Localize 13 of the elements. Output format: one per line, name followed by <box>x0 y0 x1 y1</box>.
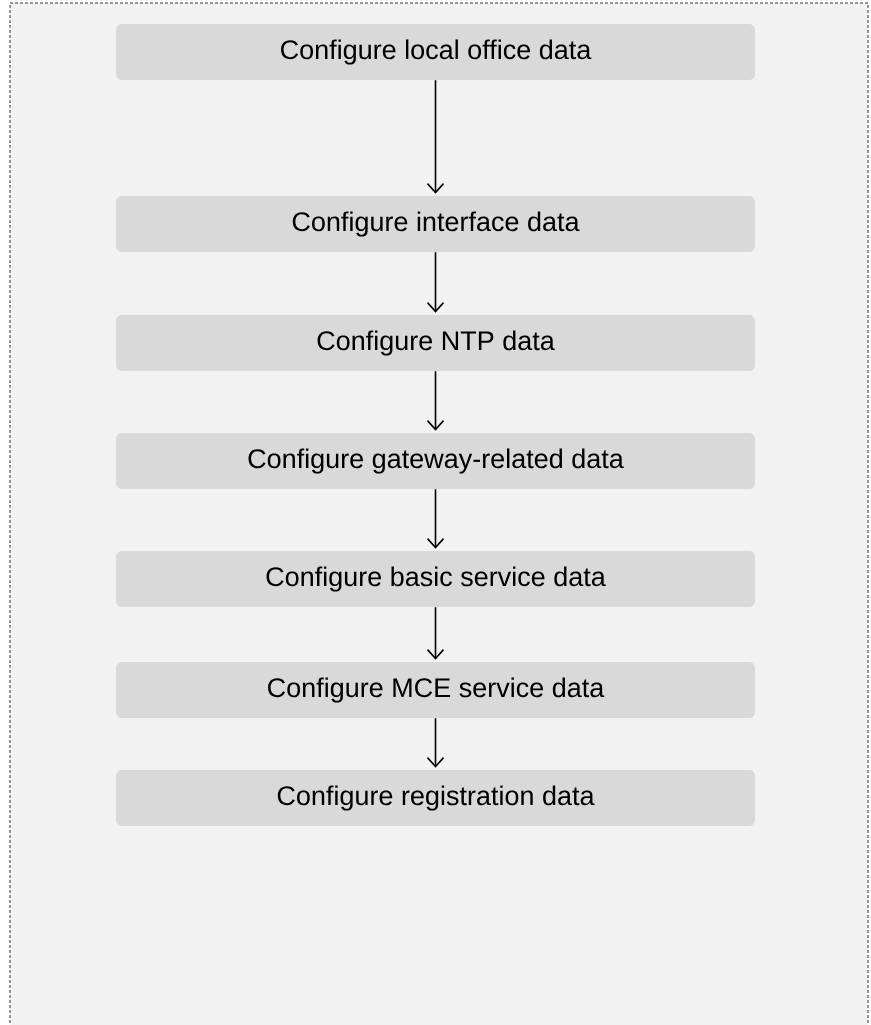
arrow <box>426 488 445 549</box>
process-box: Configure gateway-related data <box>116 433 755 489</box>
arrow <box>426 251 445 313</box>
arrow <box>426 717 445 768</box>
arrow <box>426 606 445 660</box>
process-box: Configure basic service data <box>116 551 755 607</box>
arrow <box>426 79 445 194</box>
process-box: Configure registration data <box>116 770 755 826</box>
process-box: Configure NTP data <box>116 315 755 371</box>
process-box: Configure MCE service data <box>116 662 755 718</box>
process-box: Configure local office data <box>116 24 755 80</box>
process-box: Configure interface data <box>116 196 755 252</box>
arrow <box>426 370 445 431</box>
